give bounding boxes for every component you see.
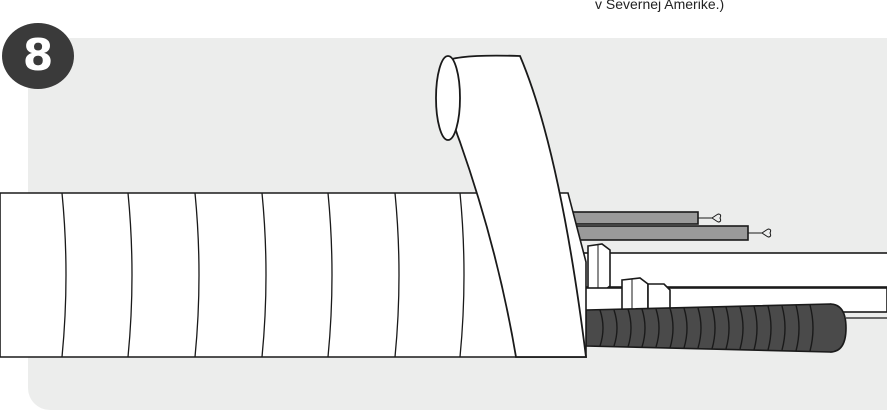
tape-wrap-seams: [61, 192, 465, 358]
caption-text: v Severnej Amerike.): [595, 0, 725, 12]
tape-curl: [435, 55, 461, 141]
wire-end-lower-icon: [748, 228, 772, 238]
wrapped-pipe-bundle: [0, 192, 587, 358]
tape-strip: [443, 54, 588, 358]
thin-gray-tube-lower: [559, 225, 749, 241]
drain-hose: [585, 303, 887, 353]
wire-end-upper-icon: [698, 213, 722, 223]
bundle-body: [0, 192, 587, 358]
tape-roll-icon: [435, 54, 588, 358]
flare-nut-large: [587, 243, 611, 293]
pipes-exiting: [559, 211, 887, 353]
step-number-badge: 8: [2, 23, 74, 89]
thin-gray-tube-upper: [559, 211, 699, 225]
